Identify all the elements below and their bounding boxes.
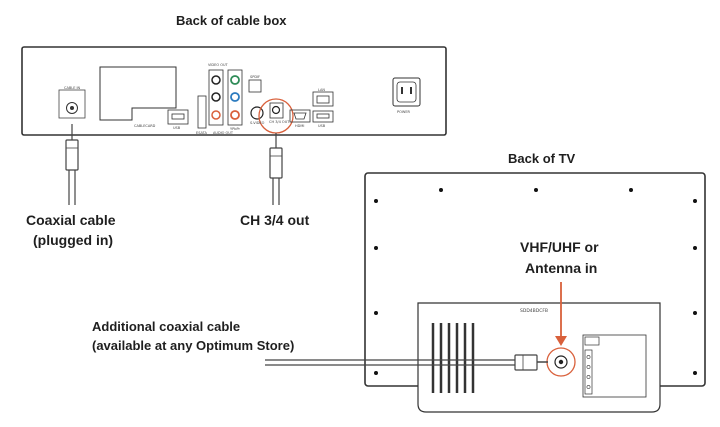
- ch34-out-tiny-label: CH 3/4 OUT: [269, 120, 290, 124]
- additional-cable-label-line1: Additional coaxial cable: [92, 319, 241, 334]
- antenna-label-line1: VHF/UHF or: [520, 239, 599, 255]
- hdmi-label: HDMI: [295, 124, 305, 128]
- ypbpr-label: YPbPr: [230, 127, 240, 131]
- cable-in-label: CABLE IN: [64, 86, 81, 90]
- usb-label: USB: [173, 126, 181, 130]
- cablecard-label: CABLECARD: [134, 124, 156, 128]
- lan-port: [312, 91, 334, 107]
- ypbpr-block: [227, 69, 243, 126]
- tv-io-module: [417, 302, 661, 413]
- audio-out-label: AUDIO OUT: [213, 131, 234, 135]
- hdmi-port: [289, 109, 311, 123]
- tv-screw-holes: [374, 188, 697, 375]
- antenna-label-line2: Antenna in: [525, 260, 598, 276]
- cable-box-body: [21, 46, 447, 136]
- ch34-out-port: [271, 105, 281, 115]
- additional-cable-label-line2: (available at any Optimum Store): [92, 338, 295, 353]
- additional-coax-cable: [265, 354, 548, 371]
- power-outlet: [392, 77, 421, 107]
- tv-title: Back of TV: [508, 151, 576, 166]
- video-out-block: [208, 69, 224, 126]
- spdif-label: SPDIF: [250, 75, 261, 79]
- esata-label: ESATA: [196, 131, 207, 135]
- tv-io-panel: [582, 334, 647, 398]
- ch34-cable: [269, 133, 283, 205]
- esata-port: [197, 95, 207, 129]
- coaxial-cable-plugged-in: [65, 124, 79, 205]
- cablecard-slot: [99, 66, 177, 121]
- coaxial-cable-sublabel: (plugged in): [33, 232, 114, 248]
- ch34-out-label: CH 3/4 out: [240, 212, 310, 228]
- tv-model-label: SDD4BDCFB: [520, 309, 549, 314]
- cable-box: [21, 46, 447, 136]
- coaxial-cable-label: Coaxial cable: [26, 212, 116, 228]
- spdif-port: [248, 79, 262, 93]
- usb2-label: USB: [318, 124, 326, 128]
- power-label: POWER: [397, 110, 410, 114]
- lan-label: LAN: [318, 88, 326, 92]
- antenna-arrow: [555, 282, 567, 346]
- cable-in-frame: [58, 89, 86, 119]
- usb2-port: [312, 110, 334, 123]
- video-out-label: VIDEO OUT: [208, 63, 228, 67]
- svideo-label: S-VIDEO: [250, 121, 265, 125]
- cable-box-title: Back of cable box: [176, 13, 287, 28]
- tv-vents: [431, 323, 475, 393]
- usb-port: [167, 109, 189, 125]
- tv-back: [364, 172, 706, 413]
